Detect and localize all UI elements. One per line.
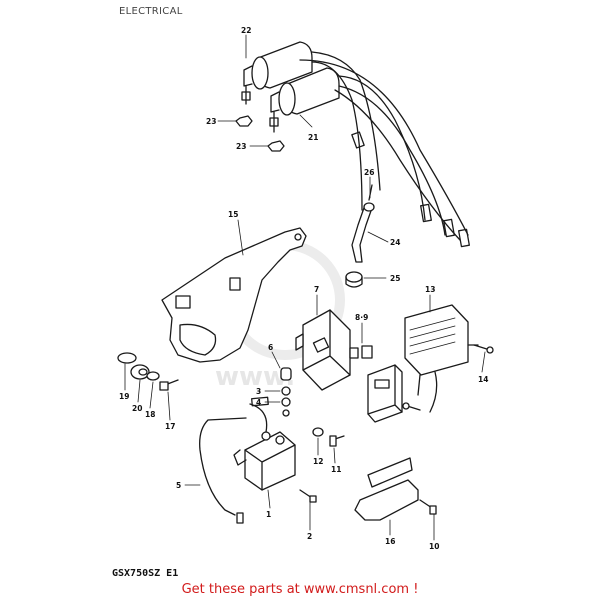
fuse-8-9 bbox=[349, 345, 373, 359]
callout-24: 24 bbox=[390, 238, 400, 247]
callout-23-upper: 23 bbox=[206, 117, 216, 126]
callout-25: 25 bbox=[390, 274, 400, 283]
washer-12 bbox=[312, 427, 324, 437]
cover-16 bbox=[354, 457, 419, 521]
starter-relay-1 bbox=[199, 396, 296, 524]
callout-14: 14 bbox=[478, 375, 488, 384]
callout-12: 12 bbox=[313, 457, 323, 466]
collar-18 bbox=[146, 371, 160, 381]
callout-18: 18 bbox=[145, 410, 155, 419]
callout-11: 11 bbox=[331, 465, 341, 474]
callout-21: 21 bbox=[308, 133, 318, 142]
callout-22: 22 bbox=[241, 26, 251, 35]
callout-1: 1 bbox=[266, 510, 271, 519]
nut-4 bbox=[281, 397, 291, 417]
bolt-17 bbox=[159, 379, 179, 391]
callout-13: 13 bbox=[425, 285, 435, 294]
callout-5: 5 bbox=[176, 481, 181, 490]
model-code: GSX750SZ E1 bbox=[112, 568, 179, 579]
footer-shop-link[interactable]: Get these parts at www.cmsnl.com ! bbox=[181, 582, 419, 597]
screw-2 bbox=[299, 489, 317, 503]
callout-17: 17 bbox=[165, 422, 175, 431]
screw-10 bbox=[419, 499, 437, 515]
bracket-15 bbox=[161, 227, 307, 363]
callout-6: 6 bbox=[268, 343, 273, 352]
regulator-rectifier-13 bbox=[404, 304, 479, 413]
washer-3 bbox=[281, 386, 291, 396]
cushion-20 bbox=[130, 364, 150, 380]
screw-14 bbox=[473, 344, 494, 354]
electrical-exploded-diagram: www. bbox=[117, 26, 494, 551]
washer-19 bbox=[117, 352, 137, 364]
callout-20: 20 bbox=[132, 404, 142, 413]
callout-10: 10 bbox=[429, 542, 439, 551]
cap-seal-25 bbox=[345, 271, 363, 288]
page-title: ELECTRICAL bbox=[119, 6, 183, 17]
callout-2: 2 bbox=[307, 532, 312, 541]
ignition-coil-21 bbox=[269, 59, 470, 248]
leader-lines bbox=[124, 34, 486, 541]
callout-23-lower: 23 bbox=[236, 142, 246, 151]
callout-16: 16 bbox=[385, 537, 395, 546]
spark-plug-cap-24 bbox=[351, 184, 375, 263]
callout-3: 3 bbox=[256, 387, 261, 396]
bolt-11 bbox=[329, 435, 345, 447]
nut-23-upper bbox=[235, 115, 253, 127]
fuse-box bbox=[367, 364, 421, 423]
igniter-unit-7 bbox=[295, 309, 351, 391]
callout-8-9: 8·9 bbox=[355, 313, 368, 322]
nut-23-lower bbox=[267, 140, 285, 152]
grommet-6 bbox=[280, 367, 292, 381]
callout-4: 4 bbox=[256, 398, 261, 407]
callout-19: 19 bbox=[119, 392, 129, 401]
callout-15: 15 bbox=[228, 210, 238, 219]
callout-labels: 22 23 23 21 26 24 25 15 7 8·9 13 14 6 3 … bbox=[119, 26, 488, 551]
callout-26: 26 bbox=[364, 168, 374, 177]
callout-7: 7 bbox=[314, 285, 319, 294]
ignition-coil-22 bbox=[241, 41, 381, 211]
